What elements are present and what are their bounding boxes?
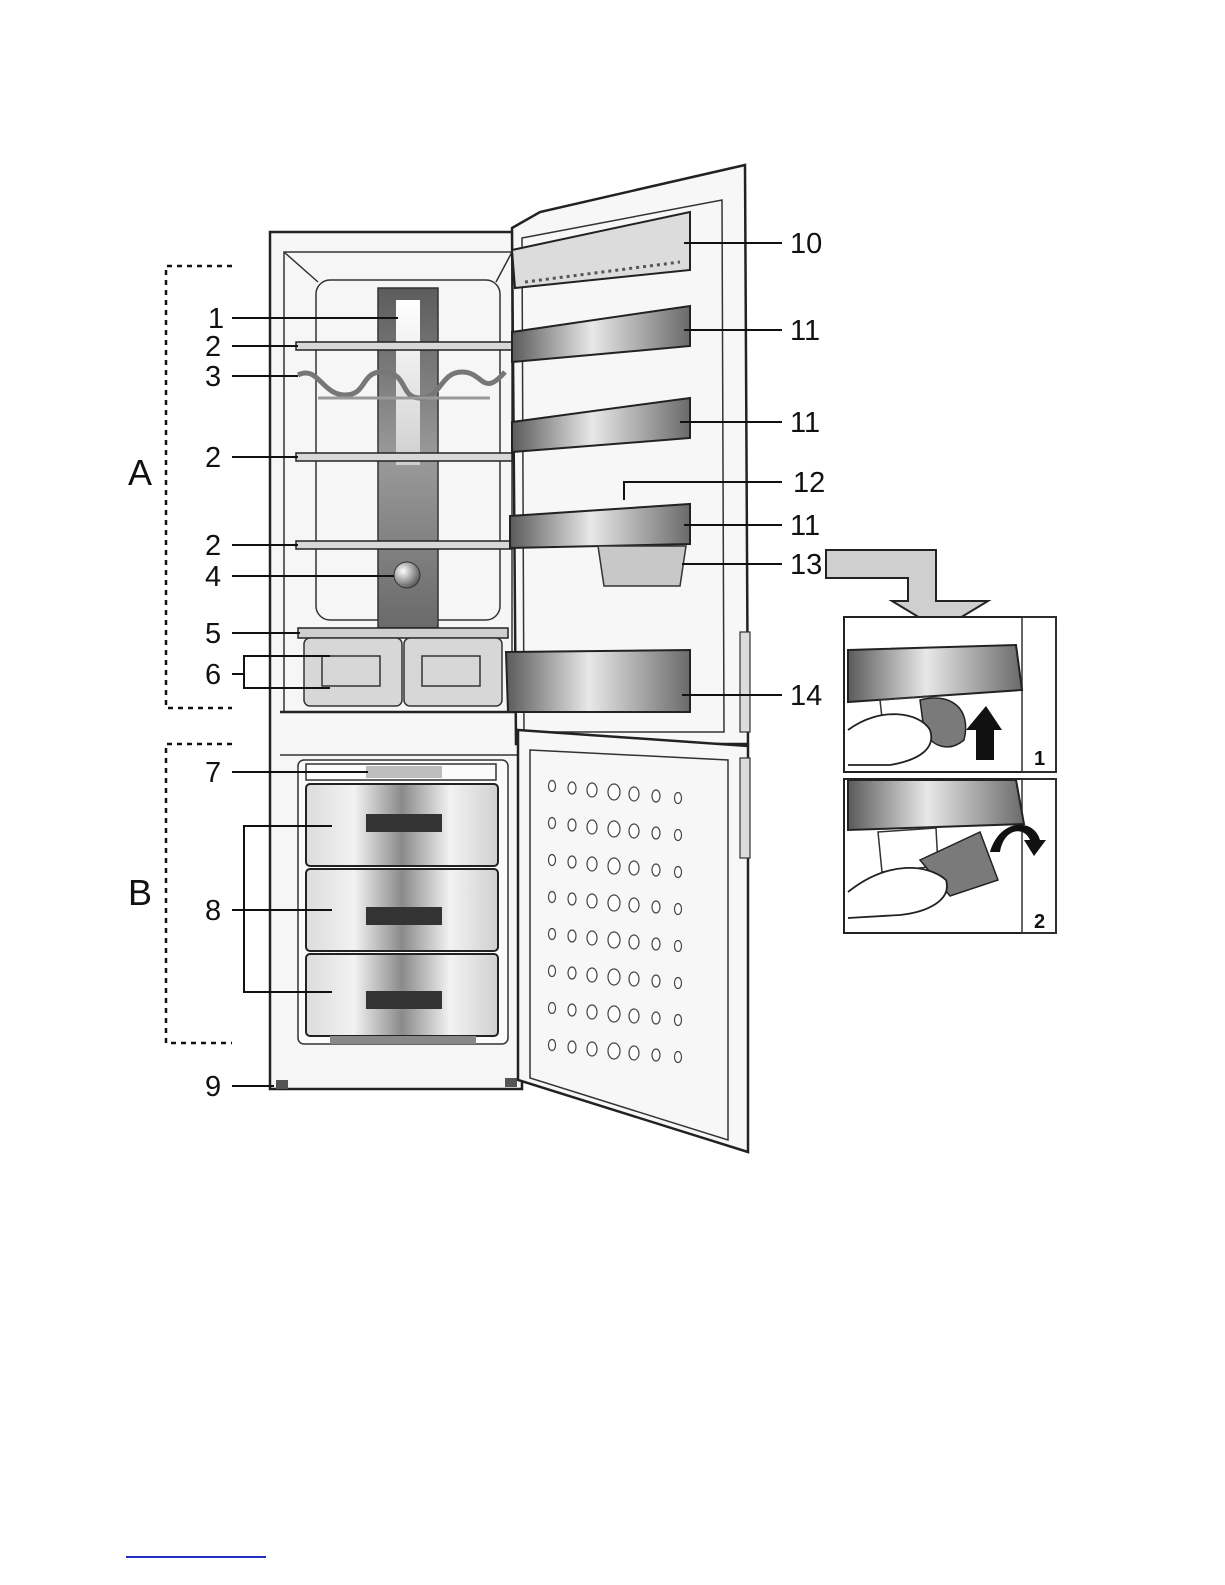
- door-dimple: [549, 966, 556, 977]
- door-dimple: [608, 784, 620, 800]
- door-dimple: [549, 1040, 556, 1051]
- door-dimple: [587, 894, 597, 908]
- inset-step-1: 1: [844, 617, 1056, 772]
- door-dimple: [629, 972, 639, 986]
- door-dimple: [568, 1041, 576, 1053]
- callout-8: 8: [205, 895, 221, 927]
- door-dimple: [568, 1004, 576, 1016]
- door-dimple: [652, 901, 660, 913]
- door-dimple: [629, 861, 639, 875]
- door-dimple: [652, 975, 660, 987]
- door-dimple: [549, 1003, 556, 1014]
- door-dimple: [652, 864, 660, 876]
- callout-11-middle: 11: [790, 407, 820, 439]
- door-dimple: [587, 820, 597, 834]
- callout-14: 14: [790, 680, 822, 712]
- door-dimple: [608, 858, 620, 874]
- door-dimple: [608, 1006, 620, 1022]
- footnote-rule: [126, 1556, 266, 1558]
- door-dimple: [675, 867, 682, 878]
- freezer-door: [518, 730, 750, 1152]
- door-dimple: [568, 967, 576, 979]
- inset-step-1-label: 1: [1034, 748, 1045, 770]
- door-dimple: [652, 1049, 660, 1061]
- door-dimple: [549, 892, 556, 903]
- door-dimple: [675, 978, 682, 989]
- door-dimple: [587, 931, 597, 945]
- door-dimple: [608, 821, 620, 837]
- door-dimple: [608, 969, 620, 985]
- door-dimple: [652, 1012, 660, 1024]
- callout-11-bottom: 11: [790, 510, 820, 542]
- callout-12: 12: [793, 467, 825, 499]
- section-brackets: [166, 266, 232, 1043]
- door-dimple: [587, 783, 597, 797]
- door-dimple: [568, 930, 576, 942]
- door-dimple: [629, 824, 639, 838]
- door-dimple: [675, 1052, 682, 1063]
- door-dimple: [587, 1042, 597, 1056]
- inset-step-2: 2: [844, 779, 1056, 933]
- callout-4: 4: [205, 561, 221, 593]
- door-dimple: [549, 929, 556, 940]
- section-label-b: B: [128, 872, 152, 913]
- door-dimple: [587, 1005, 597, 1019]
- door-dimple: [675, 941, 682, 952]
- callout-6: 6: [205, 659, 221, 691]
- door-dimple: [629, 787, 639, 801]
- door-dimple: [675, 1015, 682, 1026]
- callout-5: 5: [205, 618, 221, 650]
- door-dimple: [675, 793, 682, 804]
- callout-9: 9: [205, 1071, 221, 1103]
- door-dimple: [608, 1043, 620, 1059]
- door-dimple: [568, 782, 576, 794]
- section-label-a: A: [128, 452, 152, 493]
- door-dimple: [652, 938, 660, 950]
- door-dimple: [568, 893, 576, 905]
- callout-2-middle: 2: [205, 442, 221, 474]
- door-dimple: [608, 932, 620, 948]
- door-dimple: [568, 819, 576, 831]
- door-dimple: [587, 857, 597, 871]
- door-dimple: [587, 968, 597, 982]
- door-dimple: [568, 856, 576, 868]
- callout-10: 10: [790, 228, 822, 260]
- inset-step-2-label: 2: [1034, 911, 1045, 933]
- callout-3: 3: [205, 361, 221, 393]
- door-dimple: [629, 935, 639, 949]
- freezer-compartment: [298, 760, 508, 1044]
- callout-11-top: 11: [790, 315, 820, 347]
- callout-13: 13: [790, 549, 822, 581]
- door-dimple: [675, 830, 682, 841]
- door-dimple: [629, 1009, 639, 1023]
- door-dimple: [629, 898, 639, 912]
- callout-2-top: 2: [205, 331, 221, 363]
- door-dimple: [608, 895, 620, 911]
- door-dimple: [629, 1046, 639, 1060]
- door-dimple: [549, 781, 556, 792]
- thermostat-knob: [394, 562, 420, 588]
- door-dimple: [675, 904, 682, 915]
- door-dimple: [549, 855, 556, 866]
- callout-7: 7: [205, 757, 221, 789]
- door-dimple: [652, 827, 660, 839]
- door-dimple: [652, 790, 660, 802]
- callout-2-bottom: 2: [205, 530, 221, 562]
- door-dimple: [549, 818, 556, 829]
